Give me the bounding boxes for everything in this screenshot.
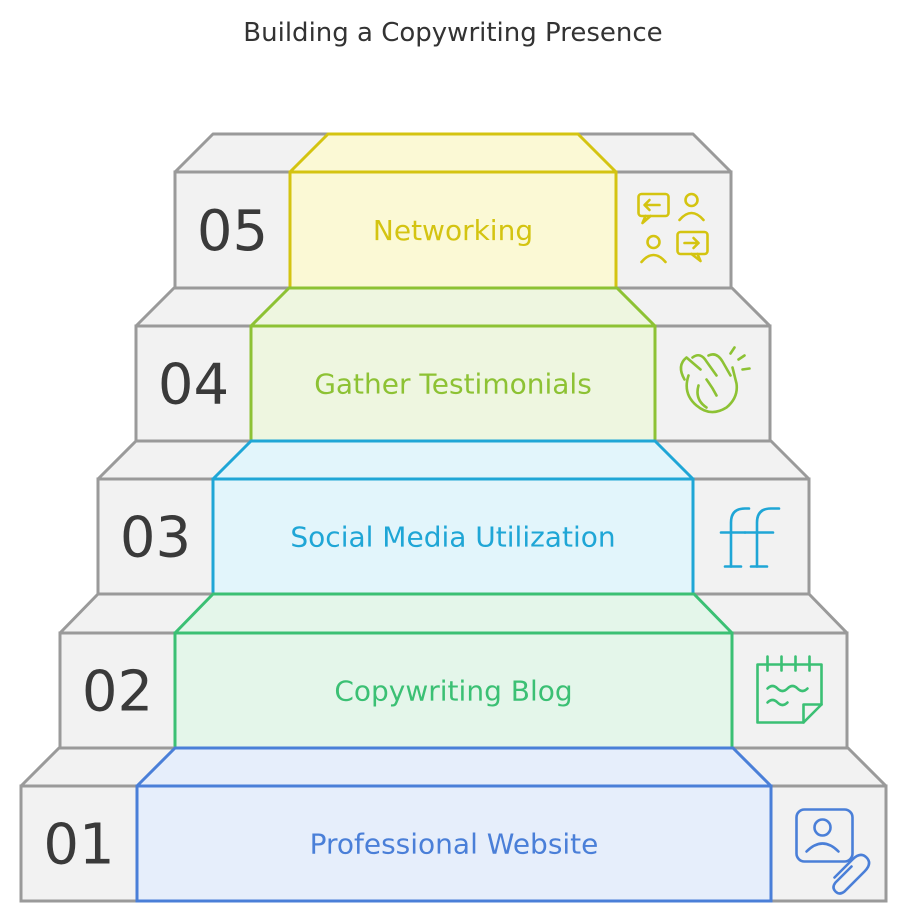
step-03: 03 Social Media Utilization xyxy=(96,439,811,596)
step-number: 05 xyxy=(197,199,268,264)
step-label: Gather Testimonials xyxy=(314,368,592,401)
step-center-face xyxy=(173,631,734,750)
step-center-tread xyxy=(288,132,618,174)
step-04: 04 Gather Testimonials xyxy=(134,286,772,443)
step-center-tread xyxy=(135,746,773,788)
ligature-ff-icon xyxy=(719,507,781,568)
step-label: Networking xyxy=(373,214,533,247)
step-number: 01 xyxy=(43,813,114,878)
step-center-face xyxy=(135,784,773,903)
step-center-tread xyxy=(249,286,657,328)
networking-icon xyxy=(637,192,709,264)
step-number: 02 xyxy=(82,660,153,725)
step-02: 02 Copywriting Blog xyxy=(58,592,849,750)
step-label: Copywriting Blog xyxy=(334,675,572,708)
step-label: Social Media Utilization xyxy=(290,521,615,554)
calendar-note-icon xyxy=(756,655,823,724)
diagram-title: Building a Copywriting Presence xyxy=(243,18,663,48)
step-01: 01 Professional Website xyxy=(19,746,888,903)
step-center-tread xyxy=(211,439,695,481)
step-center-tread xyxy=(173,592,734,635)
clapping-hands-icon xyxy=(679,346,751,414)
step-label: Professional Website xyxy=(310,828,599,861)
step-center-face xyxy=(288,170,618,290)
step-number: 03 xyxy=(120,506,191,571)
step-center-face xyxy=(211,477,695,596)
profile-attachment-icon xyxy=(795,808,871,895)
step-05: 05 Networking xyxy=(173,132,733,290)
step-number: 04 xyxy=(158,353,229,418)
